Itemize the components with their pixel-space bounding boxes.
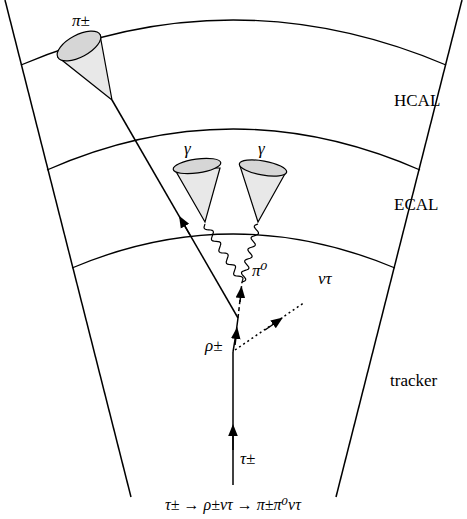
layer-label: tracker: [390, 372, 437, 389]
pi0-line: [238, 282, 242, 318]
photon-cone: [238, 157, 288, 222]
wedge-edge: [336, 0, 462, 497]
particle-label: ρ±: [205, 337, 223, 354]
particle-label: τ±: [240, 450, 255, 467]
decay-caption: τ± → ρ±ντ → π±π⁰ντ: [165, 497, 301, 513]
track-arrow: [182, 221, 190, 235]
track-arrow: [240, 292, 241, 302]
track-arrow: [265, 321, 278, 330]
photon-cone: [172, 156, 221, 222]
layer-boundary: [47, 129, 420, 170]
tau-track: [232, 352, 234, 485]
particle-label: γ: [184, 140, 191, 157]
wedge-edge: [5, 0, 131, 497]
particle-label: ντ: [318, 270, 332, 287]
hadron-cone: [53, 25, 112, 100]
layer-boundary: [72, 234, 395, 268]
layer-label: ECAL: [394, 196, 438, 213]
neutrino-line: [235, 302, 305, 350]
photon-line: [204, 224, 243, 282]
rho-track: [233, 318, 238, 352]
pion-track: [112, 100, 238, 318]
particle-label: γ: [258, 140, 265, 157]
track-arrow: [232, 430, 234, 450]
particle-label: π±: [72, 12, 90, 29]
track-arrow: [235, 333, 237, 345]
layer-label: HCAL: [394, 92, 440, 109]
particle-label: π⁰: [252, 262, 267, 279]
